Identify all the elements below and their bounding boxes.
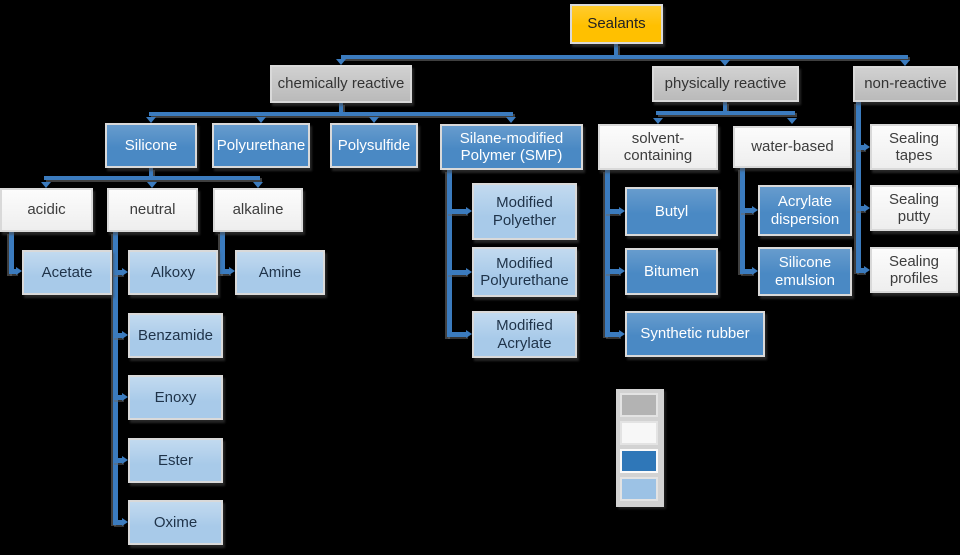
node-sealing-profiles: Sealing profiles [870, 247, 958, 293]
connector-smp-nub [447, 270, 467, 275]
node-solvent-containing: solvent-containing [598, 124, 718, 170]
node-alkaline: alkaline [213, 188, 303, 232]
node-butyl: Butyl [625, 187, 718, 236]
arrow-down-icon [506, 117, 516, 123]
connector-non-vline [856, 102, 861, 272]
connector-silicone-stub [149, 168, 153, 178]
node-acetate: Acetate [22, 250, 112, 295]
connector-neutral-nub [113, 520, 123, 525]
connector-neutral-nub [113, 333, 123, 338]
node-smp: Silane-modified Polymer (SMP) [440, 124, 583, 170]
node-modified-polyether: Modified Polyether [472, 183, 577, 240]
arrow-down-icon [41, 182, 51, 188]
connector-neutral-nub [113, 395, 123, 400]
connector-chem-stub [339, 103, 343, 114]
node-silicone: Silicone [105, 123, 197, 168]
node-sealing-tapes: Sealing tapes [870, 124, 958, 170]
arrow-right-icon [752, 206, 758, 214]
connector-solvent-nub [605, 332, 620, 337]
legend-swatch-category [620, 393, 658, 417]
node-non-reactive: non-reactive [853, 66, 958, 102]
arrow-down-icon [336, 59, 346, 65]
arrow-right-icon [619, 207, 625, 215]
node-synthetic-rubber: Synthetic rubber [625, 311, 765, 357]
arrow-down-icon [147, 182, 157, 188]
connector-smp-nub [447, 209, 467, 214]
arrow-down-icon [787, 118, 797, 124]
arrow-right-icon [619, 330, 625, 338]
arrow-right-icon [16, 267, 22, 275]
connector-water-nub [740, 208, 753, 213]
node-bitumen: Bitumen [625, 248, 718, 295]
connector-neutral-nub [113, 458, 123, 463]
color-legend [616, 389, 664, 507]
arrow-right-icon [122, 331, 128, 339]
node-acrylate-dispersion: Acrylate dispersion [758, 185, 852, 236]
node-benzamide: Benzamide [128, 313, 223, 358]
arrow-down-icon [146, 117, 156, 123]
connector-solvent-vline [605, 170, 610, 336]
connector-solvent-nub [605, 269, 620, 274]
legend-swatch-primary-type [620, 449, 658, 473]
connector-smp-nub [447, 332, 467, 337]
arrow-right-icon [864, 266, 870, 274]
arrow-down-icon [653, 118, 663, 124]
node-neutral: neutral [107, 188, 198, 232]
node-water-based: water-based [733, 126, 852, 168]
node-alkoxy: Alkoxy [128, 250, 218, 295]
arrow-right-icon [752, 267, 758, 275]
arrow-right-icon [229, 267, 235, 275]
arrow-right-icon [619, 267, 625, 275]
arrow-down-icon [253, 182, 263, 188]
connector-alkaline-nub [220, 269, 230, 274]
node-chemically-reactive: chemically reactive [270, 65, 412, 103]
node-polyurethane: Polyurethane [212, 123, 310, 168]
arrow-right-icon [466, 207, 472, 215]
connector-neutral-nub [113, 270, 123, 275]
connector-non-nub [856, 145, 865, 150]
connector-solvent-nub [605, 209, 620, 214]
arrow-right-icon [864, 204, 870, 212]
arrow-right-icon [466, 330, 472, 338]
arrow-right-icon [122, 518, 128, 526]
node-enoxy: Enoxy [128, 375, 223, 420]
connector-acidic-vline [9, 232, 14, 274]
arrow-down-icon [900, 60, 910, 66]
arrow-right-icon [122, 268, 128, 276]
node-modified-polyurethane: Modified Polyurethane [472, 247, 577, 297]
legend-swatch-secondary-type [620, 477, 658, 501]
arrow-right-icon [466, 268, 472, 276]
arrow-down-icon [256, 117, 266, 123]
node-oxime: Oxime [128, 500, 223, 545]
legend-swatch-subcategory [620, 421, 658, 445]
connector-non-nub [856, 206, 865, 211]
connector-root-hline [341, 55, 908, 59]
node-physically-reactive: physically reactive [652, 66, 799, 102]
node-ester: Ester [128, 438, 223, 483]
connector-root-stub [614, 44, 618, 57]
connector-acidic-nub [9, 269, 17, 274]
node-acidic: acidic [0, 188, 93, 232]
node-modified-acrylate: Modified Acrylate [472, 311, 577, 358]
arrow-right-icon [122, 456, 128, 464]
connector-phys-hline [656, 111, 795, 115]
arrow-right-icon [122, 393, 128, 401]
arrow-right-icon [864, 143, 870, 151]
connector-phys-stub [723, 102, 727, 113]
node-polysulfide: Polysulfide [330, 123, 418, 168]
node-sealing-putty: Sealing putty [870, 185, 958, 231]
node-sealants: Sealants [570, 4, 663, 44]
connector-water-nub [740, 269, 753, 274]
node-amine: Amine [235, 250, 325, 295]
connector-chem-hline [149, 112, 513, 116]
connector-non-nub [856, 268, 865, 273]
node-silicone-emulsion: Silicone emulsion [758, 247, 852, 296]
connector-water-vline [740, 168, 745, 273]
connector-smp-vline [447, 170, 452, 337]
arrow-down-icon [720, 60, 730, 66]
arrow-down-icon [369, 117, 379, 123]
connector-neutral-vline [113, 232, 118, 524]
connector-alkaline-vline [220, 232, 225, 274]
connector-silicone-hline [44, 176, 260, 180]
